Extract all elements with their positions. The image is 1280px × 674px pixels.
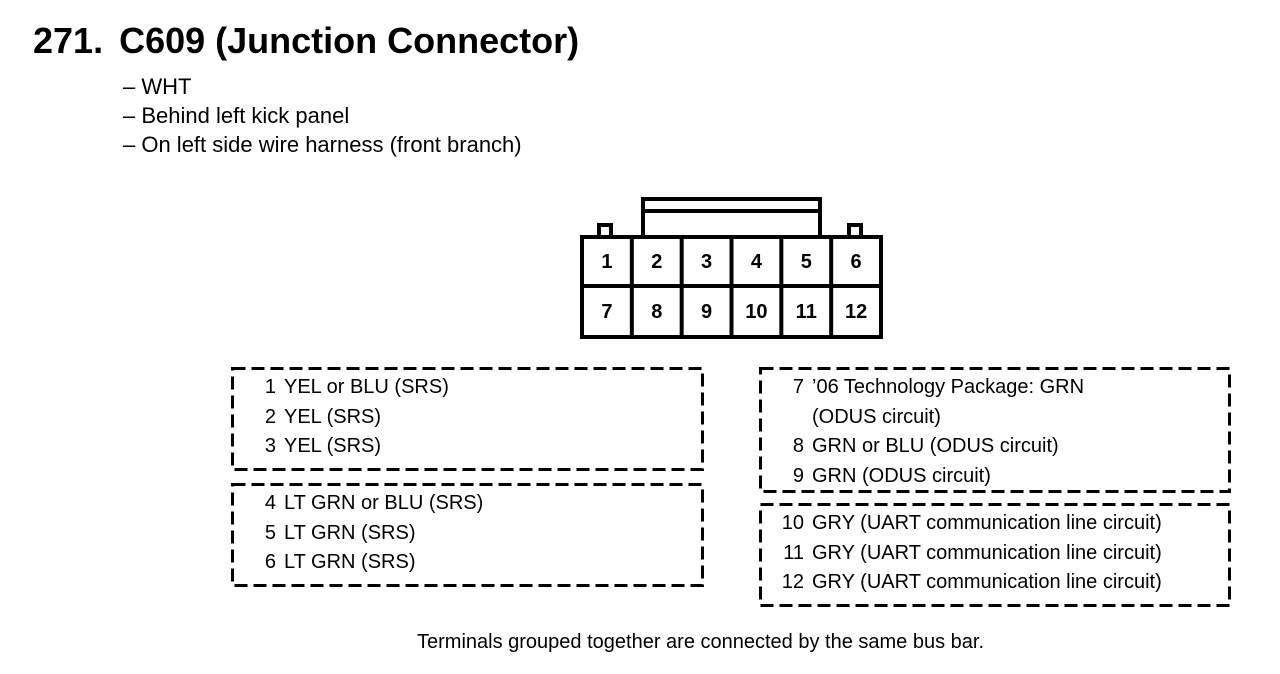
terminal-wire-description: GRN (ODUS circuit) [812,464,991,487]
connector-number: 271. [33,20,104,61]
connector-pin-1: 1 [601,251,612,273]
terminal-wire-description: GRN or BLU (ODUS circuit) [812,435,1059,457]
terminal-wire-description: (ODUS circuit) [812,405,941,428]
terminal-wire-description: YEL or BLU (SRS) [284,376,449,398]
terminal-wire-description: LT GRN or BLU (SRS) [284,492,484,514]
connector-title: C609 (Junction Connector) [119,20,580,61]
terminal-wire-description: YEL (SRS) [284,435,382,457]
terminal-number: 5 [264,521,276,544]
terminal-wire-description: LT GRN (SRS) [284,551,416,573]
connector-pin-2: 2 [651,251,662,273]
terminal-wire-description: YEL (SRS) [284,405,382,428]
terminal-number: 2 [264,405,276,428]
connector-pin-5: 5 [801,251,812,273]
note-location: – Behind left kick panel [123,103,350,128]
terminal-group-odus: 7 ’06 Technology Package: GRN (ODUS circui… [759,367,1231,493]
connector-latch [641,197,822,241]
connector-notes: – WHT – Behind left kick panel – On left… [123,72,522,159]
connector-pin-10: 10 [745,301,767,323]
note-color: – WHT [123,74,192,99]
connector-tab-right [847,223,863,238]
terminal-group-srs-2: 4 LT GRN or BLU (SRS) 5 LT GRN (SRS) 6 LT GRN… [231,483,704,587]
connector-pin-3: 3 [701,251,712,273]
page-title: 271. C609 (Junction Connector) [33,20,579,62]
terminal-wire-description: LT GRN (SRS) [284,521,416,544]
terminal-wire-description: ’06 Technology Package: GRN [812,376,1085,398]
terminal-number: 3 [264,435,276,457]
terminal-number: 10 [781,512,804,534]
connector-pin-8: 8 [651,301,662,323]
connector-pin-9: 9 [701,301,712,323]
terminal-number: 8 [792,435,804,457]
terminal-number: 7 [792,376,804,398]
terminal-number: 4 [264,492,276,514]
terminal-wire-description: GRY (UART communication line circuit) [812,571,1162,593]
dashed-border [231,367,704,471]
note-harness: – On left side wire harness (front branc… [123,132,522,157]
dashed-border [759,503,1231,607]
terminal-number: 6 [264,551,276,573]
connector-pin-11: 11 [796,301,817,323]
connector-pin-12: 12 [845,301,867,323]
bus-bar-note: Terminals grouped together are connected… [417,631,985,653]
connector-pin-6: 6 [851,251,862,273]
terminal-wire-description: GRY (UART communication line circuit) [812,512,1162,534]
terminal-number: 1 [264,376,276,398]
connector-tab-left [597,223,613,238]
connector-pin-7: 7 [601,301,612,323]
dashed-border [759,367,1231,493]
terminal-number: 11 [783,541,804,564]
terminal-number: 12 [781,571,804,593]
terminal-number: 9 [792,464,804,487]
dashed-border [231,483,704,587]
connector-pin-4: 4 [751,251,763,273]
terminal-wire-description: GRY (UART communication line circuit) [812,541,1162,564]
